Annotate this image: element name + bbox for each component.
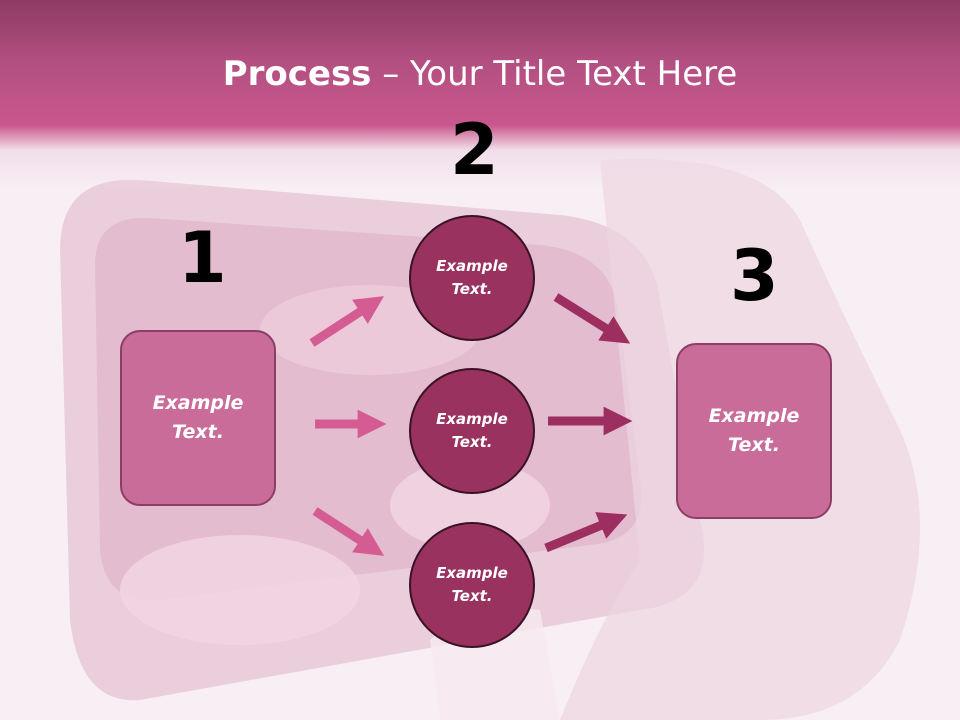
title-rest: – Your Title Text Here [371,54,738,94]
arrow-box1-to-top [309,296,385,347]
step-box-3-label: Example Text. [708,405,800,456]
step-number-3: 3 [730,235,779,317]
process-circle-top-label: Example Text. [436,257,508,298]
arrow-bottom-to-box3 [544,512,628,553]
arrow-box1-to-bottom [312,507,385,556]
arrow-top-to-box3 [553,293,631,344]
process-circle-bottom-label: Example Text. [436,564,508,605]
slide-title: Process – Your Title Text Here [0,52,960,96]
header-band [0,0,960,190]
step-box-3: Example Text. [676,343,832,519]
title-bold: Process [222,54,372,94]
process-circle-middle-label: Example Text. [436,410,508,451]
process-circle-bottom: Example Text. [409,522,535,648]
process-circle-top: Example Text. [409,215,535,341]
step-number-2: 2 [450,109,499,191]
step-number-1: 1 [178,217,227,299]
step-box-1: Example Text. [120,330,276,506]
step-box-1-label: Example Text. [152,392,244,443]
process-circle-middle: Example Text. [409,368,535,494]
